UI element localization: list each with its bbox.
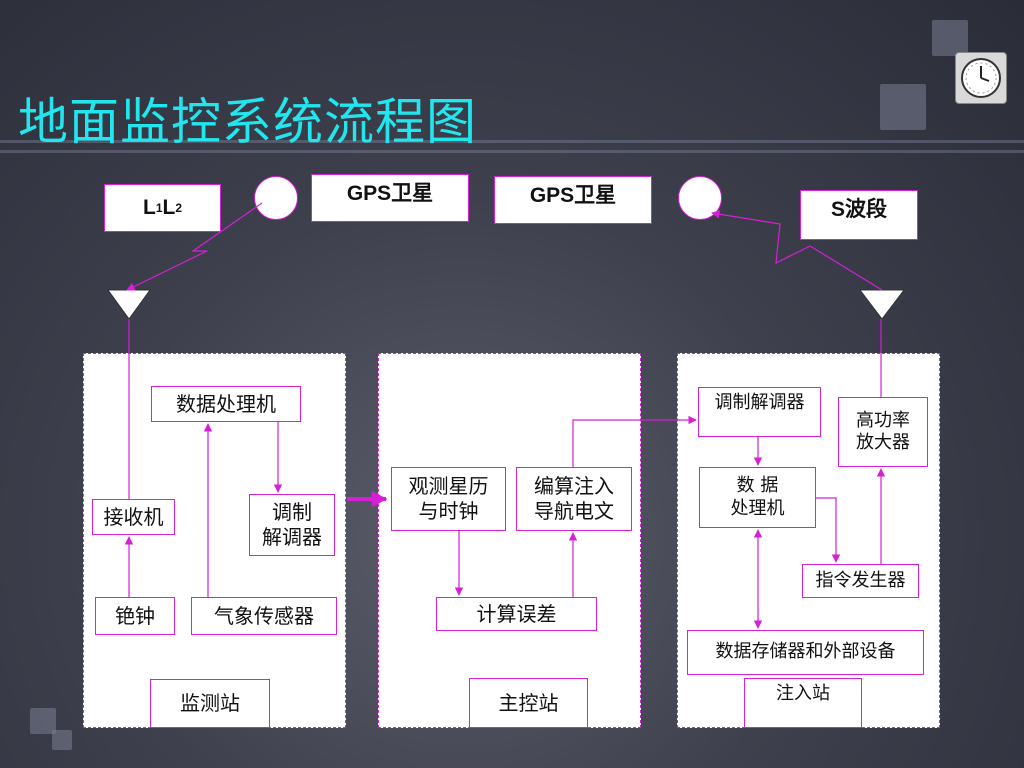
ephemeris-line1: 观测星历 [408,474,489,498]
weather-sensor-box: 气象传感器 [191,597,337,635]
l1-text: L [142,195,156,219]
gps-satellite-right: GPS卫星 [494,176,652,224]
l2-subscript: 2 [175,200,183,215]
master-station-panel [378,353,641,728]
nav-message-box: 编算注入 导航电文 [516,467,632,531]
data-processor-box: 数据处理机 [151,386,301,422]
satellite-circle-left [254,176,298,220]
monitor-station-name: 监测站 [150,679,270,728]
command-generator-box: 指令发生器 [802,564,919,598]
nav-line2: 导航电文 [534,499,614,523]
injection-processor-box: 数 据 处理机 [699,467,816,528]
antenna-right-icon [858,289,906,320]
modem-box: 调制 解调器 [249,494,335,556]
modem-line1: 调制 [272,500,312,524]
amplifier-line1: 高功率 [856,409,910,431]
decor-square [52,730,72,750]
modem-line2: 解调器 [262,525,322,549]
injection-station-name: 注入站 [744,678,862,728]
amplifier-box: 高功率 放大器 [838,397,928,467]
amplifier-line2: 放大器 [856,432,910,453]
ephemeris-line2: 与时钟 [418,499,479,523]
atomic-clock-box: 铯钟 [95,597,175,635]
header-band-bottom [0,150,1024,153]
decor-square [30,708,56,734]
clock-icon [955,52,1007,104]
gps-satellite-left: GPS卫星 [311,174,469,222]
signal-left [126,202,263,291]
decor-square [880,84,926,130]
injection-modem-box: 调制解调器 [698,387,821,437]
processor-line2: 处理机 [730,497,785,519]
master-station-name: 主控站 [469,678,588,728]
decor-square [932,20,968,56]
page-title: 地面监控系统流程图 [18,93,477,151]
l2-text: L [162,195,176,219]
processor-line1: 数 据 [736,475,779,496]
nav-line1: 编算注入 [534,474,614,498]
storage-devices-box: 数据存储器和外部设备 [687,630,924,675]
calc-error-box: 计算误差 [436,597,597,631]
s-band-label: S波段 [800,190,918,240]
signal-right [711,210,883,291]
antenna-left-icon [107,289,151,320]
ephemeris-clock-box: 观测星历 与时钟 [391,467,506,531]
header-band-top [0,140,1024,143]
l1-subscript: 1 [155,200,163,215]
receiver-box: 接收机 [92,499,175,535]
